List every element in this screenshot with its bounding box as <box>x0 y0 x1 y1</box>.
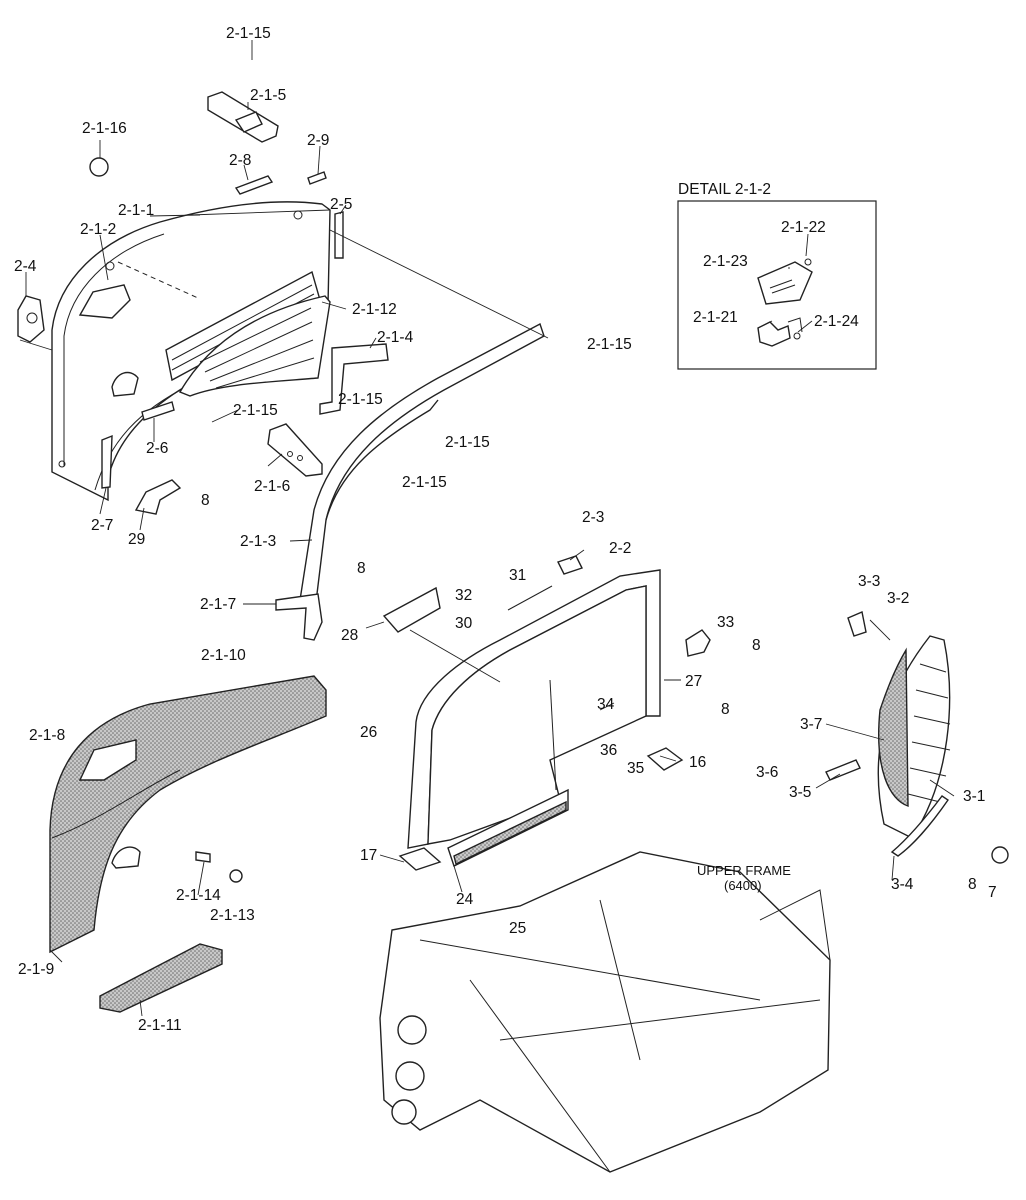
callout: 2-1-2 <box>80 221 116 238</box>
cap-2-1-13 <box>229 869 243 883</box>
callout: 2-2 <box>609 540 631 557</box>
detail-box <box>677 200 877 370</box>
callout: 28 <box>341 627 358 644</box>
callout: 2-1-15 <box>587 336 632 353</box>
callout: 3-6 <box>756 764 778 781</box>
detail-hinge <box>757 317 803 347</box>
callout: 2-1-16 <box>82 120 127 137</box>
strip-2-8 <box>234 175 274 195</box>
callout: 26 <box>360 724 377 741</box>
plate-28 <box>382 586 441 633</box>
callout: 2-1-5 <box>250 87 286 104</box>
callout: 8 <box>721 701 730 718</box>
callout: 2-1-8 <box>29 727 65 744</box>
callout: 3-1 <box>963 788 985 805</box>
callout: 8 <box>752 637 761 654</box>
callout: 2-1-3 <box>240 533 276 550</box>
callout-labels: 2-1-15 2-1-5 2-1-16 2-8 2-9 2-1-1 2-5 2-… <box>14 25 997 1034</box>
hinge-bracket-2-4 <box>17 295 45 343</box>
callout: 17 <box>360 847 377 864</box>
door-frame-27 <box>407 569 661 867</box>
latch-2-2 <box>557 555 583 575</box>
detail-label-3: 2-1-21 <box>693 309 738 326</box>
detail-label-4: 2-1-24 <box>814 313 859 330</box>
callout: 7 <box>988 884 997 901</box>
callout: 2-1-12 <box>352 301 397 318</box>
rod-31 <box>507 585 553 611</box>
callout: 2-1-14 <box>176 887 221 904</box>
callout: 33 <box>717 614 734 631</box>
pin-2-1-14 <box>195 851 211 863</box>
callout: 2-6 <box>146 440 168 457</box>
detail-labels: DETAIL 2-1-2 2-1-22 2-1-23 2-1-21 2-1-24 <box>678 181 859 330</box>
callout: 2-5 <box>330 196 352 213</box>
upper-frame-line2: (6400) <box>724 878 762 893</box>
detail-cover-plate <box>757 258 813 305</box>
bracket-17 <box>398 847 442 871</box>
callout: 8 <box>968 876 977 893</box>
bracket-2-1-5 <box>207 91 279 143</box>
callout: 30 <box>455 615 473 632</box>
upper-frame <box>379 851 831 1173</box>
callout: 3-3 <box>858 573 880 590</box>
callout: 31 <box>509 567 526 584</box>
callout: 25 <box>509 920 526 937</box>
callout: 2-1-15 <box>338 391 383 408</box>
callout: 3-2 <box>887 590 909 607</box>
strip-2-9 <box>307 171 327 185</box>
foam-strip-2-1-11 <box>99 943 223 1013</box>
callout: 29 <box>128 531 145 548</box>
callout: 2-1-11 <box>138 1017 182 1034</box>
bracket-16 <box>646 747 684 771</box>
callout: 2-1-9 <box>18 961 54 978</box>
callout: 8 <box>201 492 210 509</box>
callout: 2-9 <box>307 132 329 149</box>
upper-frame-label: UPPER FRAME (6400) <box>697 863 791 893</box>
rear-cover-3-1 <box>825 611 1009 864</box>
callout: 2-1-15 <box>445 434 490 451</box>
callout: 2-3 <box>582 509 604 526</box>
inner-panel-2-1-10 <box>49 675 327 954</box>
bracket-29 <box>134 479 182 515</box>
callout: 34 <box>597 696 615 713</box>
callout: 2-8 <box>229 152 251 169</box>
callout: 2-1-4 <box>377 329 414 346</box>
callout: 32 <box>455 587 472 604</box>
callout: 2-1-7 <box>200 596 236 613</box>
callout: 3-7 <box>800 716 822 733</box>
strip-2-5 <box>334 211 344 259</box>
emblem-2-1-16 <box>89 157 109 177</box>
detail-label-1: 2-1-22 <box>781 219 826 236</box>
callout: 8 <box>357 560 366 577</box>
callout: 2-1-13 <box>210 907 255 924</box>
leader-lines <box>19 40 955 1017</box>
callout: 36 <box>600 742 617 759</box>
callout: 2-1-15 <box>402 474 447 491</box>
callout: 27 <box>685 673 702 690</box>
callout: 2-1-15 <box>233 402 278 419</box>
louver-grille <box>178 295 331 397</box>
callout: 2-1-1 <box>118 202 154 219</box>
callout: 16 <box>689 754 706 771</box>
bracket-33 <box>685 629 711 657</box>
callout: 2-7 <box>91 517 113 534</box>
callout: 2-4 <box>14 258 37 275</box>
callout: 2-1-10 <box>201 647 246 664</box>
detail-label-2: 2-1-23 <box>703 253 748 270</box>
callout: 3-4 <box>891 876 914 893</box>
arch-frame-2-1-3 <box>267 322 545 641</box>
strip-2-6 <box>141 401 175 421</box>
callout: 3-5 <box>789 784 811 801</box>
callout: 24 <box>456 891 474 908</box>
callout: 2-1-15 <box>226 25 271 42</box>
upper-frame-line1: UPPER FRAME <box>697 863 791 878</box>
callout: 35 <box>627 760 644 777</box>
detail-title: DETAIL 2-1-2 <box>678 181 771 198</box>
callout: 2-1-6 <box>254 478 290 495</box>
